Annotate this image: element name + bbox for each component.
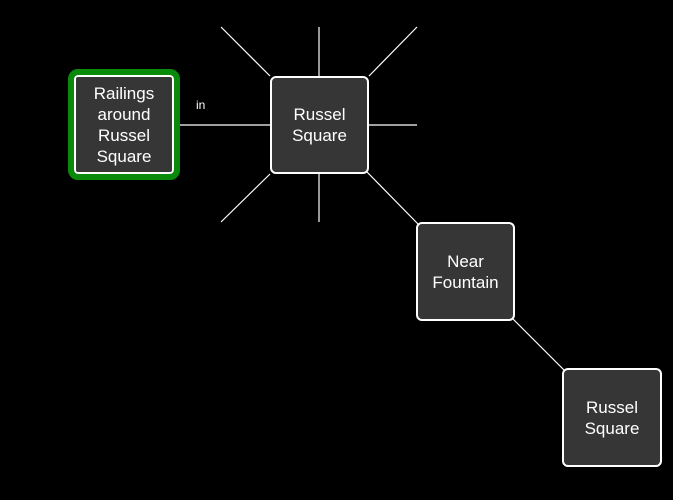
node-russel-square[interactable]: Russel Square	[270, 76, 369, 174]
node-label: Russel Square	[584, 397, 640, 438]
node-near-fountain[interactable]: Near Fountain	[416, 222, 515, 321]
node-label: Near Fountain	[432, 251, 499, 292]
spoke-line	[368, 26, 418, 77]
spoke-line	[220, 173, 271, 223]
edge-fountain-russel[interactable]	[512, 318, 565, 371]
node-russel-square-lower[interactable]: Russel Square	[562, 368, 662, 467]
node-label: Railings around Russel Square	[93, 83, 155, 166]
edge-russel-fountain[interactable]	[366, 171, 419, 225]
node-label: Russel Square	[292, 105, 347, 145]
node-railings-around-russel-square[interactable]: Railings around Russel Square	[68, 69, 180, 180]
spoke-line	[220, 26, 271, 77]
edge-label-in: in	[196, 98, 206, 112]
